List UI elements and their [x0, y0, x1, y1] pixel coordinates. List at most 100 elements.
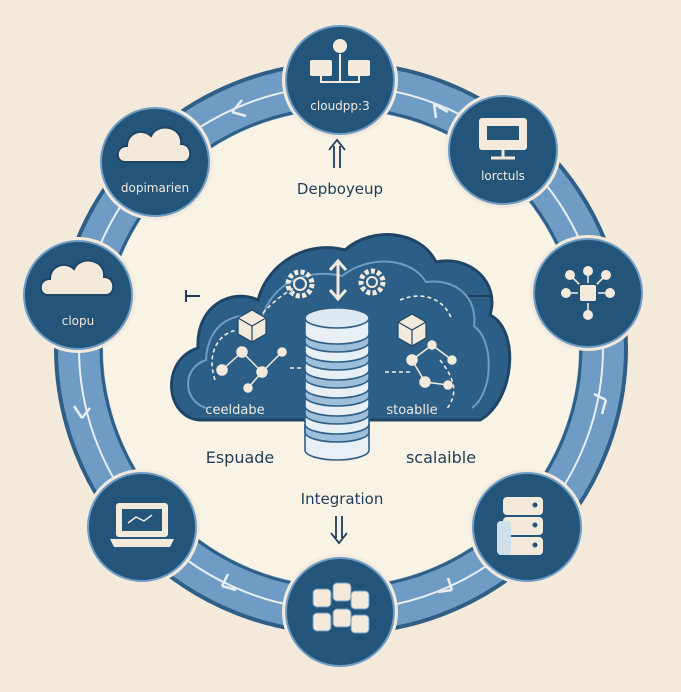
center-top-label: Depboyeup	[297, 180, 383, 198]
central-database-icon	[304, 307, 370, 461]
hub-core	[578, 283, 598, 303]
sync-arrow-icon	[328, 258, 348, 302]
db-cylinder	[312, 612, 332, 632]
graph-node	[216, 364, 228, 376]
ring-node-top: cloudpp:3	[282, 22, 398, 138]
arrow-head	[328, 258, 348, 302]
arrow-right	[593, 392, 608, 415]
users-network-icon	[310, 39, 370, 83]
cycle-arrows	[72, 99, 608, 594]
graph-node	[447, 355, 457, 365]
deploy-arrow-icon	[328, 138, 346, 168]
db-led	[532, 502, 538, 508]
cloud-shape	[39, 259, 115, 296]
db-disk	[304, 351, 370, 371]
arrow-up	[328, 138, 346, 168]
db-layer	[503, 537, 543, 555]
db-layer	[503, 517, 543, 535]
laptop-base	[110, 539, 174, 547]
link-lines	[320, 54, 360, 83]
db-cylinder	[332, 582, 352, 602]
gear-ring	[358, 268, 386, 296]
arrow-bottom-right	[437, 577, 454, 594]
hub-node	[561, 288, 571, 298]
db-disk	[304, 333, 370, 353]
hub-node	[601, 270, 611, 280]
cloud-icon	[39, 259, 115, 296]
box-edge	[237, 317, 267, 342]
gear-ring	[285, 269, 315, 299]
laptop-icon	[110, 503, 174, 547]
database-cluster-icon	[312, 582, 370, 634]
arrow-top-right	[432, 102, 449, 119]
db-disk	[304, 423, 370, 443]
monitor-stand	[491, 150, 515, 160]
ring-node-left: clopu	[20, 237, 136, 353]
network-graph-icon	[216, 346, 287, 393]
flow-line	[439, 359, 455, 411]
flow-line	[399, 295, 453, 321]
ring-node-bottom	[282, 554, 398, 670]
graph-node	[419, 376, 431, 388]
node-label: cloudpp:3	[310, 99, 369, 113]
db-cylinder	[312, 588, 332, 608]
node-label: lorctuls	[481, 169, 525, 183]
node-label: clopu	[62, 314, 95, 328]
db-disk	[304, 369, 370, 389]
integration-arrow-icon	[330, 516, 348, 545]
db-cylinder	[332, 608, 352, 628]
monitor-window	[487, 126, 519, 140]
database-stack-icon	[497, 497, 543, 555]
db-cylinder	[350, 590, 370, 610]
ring-node-right	[530, 235, 646, 351]
hub-node	[583, 310, 593, 320]
graph-node	[236, 346, 248, 358]
arrow-top-left	[231, 99, 247, 118]
hub-node	[565, 270, 575, 280]
ring-node-top-right: lorctuls	[445, 92, 561, 208]
db-led	[532, 522, 538, 528]
db-led	[532, 542, 538, 548]
center-bottom-label: Integration	[301, 490, 384, 508]
graph-node	[277, 347, 287, 357]
ring-node-top-left: dopimarien	[97, 104, 213, 220]
db-disk	[304, 387, 370, 407]
network-graph-icon	[406, 340, 457, 390]
monitor-icon	[479, 118, 527, 160]
cloud-icon	[116, 126, 192, 163]
user-head	[333, 39, 347, 53]
db-disk	[304, 405, 370, 425]
ring-node-bottom-left	[84, 469, 200, 585]
node-label: dopimarien	[121, 181, 189, 195]
cloud-shape	[116, 126, 192, 163]
screen-shape	[348, 60, 370, 76]
db-layer	[503, 497, 543, 515]
graph-node	[443, 380, 453, 390]
db-side	[497, 521, 511, 555]
graph-node	[256, 366, 268, 378]
side-tick-left	[185, 290, 200, 302]
gear-icon	[358, 268, 386, 296]
hub-node	[605, 288, 615, 298]
arrow-bottom-left	[220, 573, 237, 592]
graph-node	[406, 354, 418, 366]
center-left-label: Espuade	[206, 448, 275, 467]
package-box-icon	[237, 309, 267, 343]
db-cylinder	[350, 614, 370, 634]
cloud-inner-line	[187, 260, 490, 409]
center-right-label: scalaible	[406, 448, 476, 467]
arrow-down	[330, 516, 348, 545]
package-box-icon	[397, 313, 427, 347]
db-disks	[304, 333, 370, 443]
graph-node	[243, 383, 253, 393]
ring-node-bottom-right	[469, 469, 585, 585]
central-cloud: ceeldabe stoablle	[170, 233, 512, 461]
flow-line	[211, 329, 241, 381]
box-edge	[397, 321, 427, 346]
db-body	[304, 318, 370, 461]
hub-node	[583, 266, 593, 276]
ring-nodes: cloudpp:3 lorctuls clopu dopimarien	[20, 22, 646, 670]
arrow-left	[72, 405, 91, 419]
